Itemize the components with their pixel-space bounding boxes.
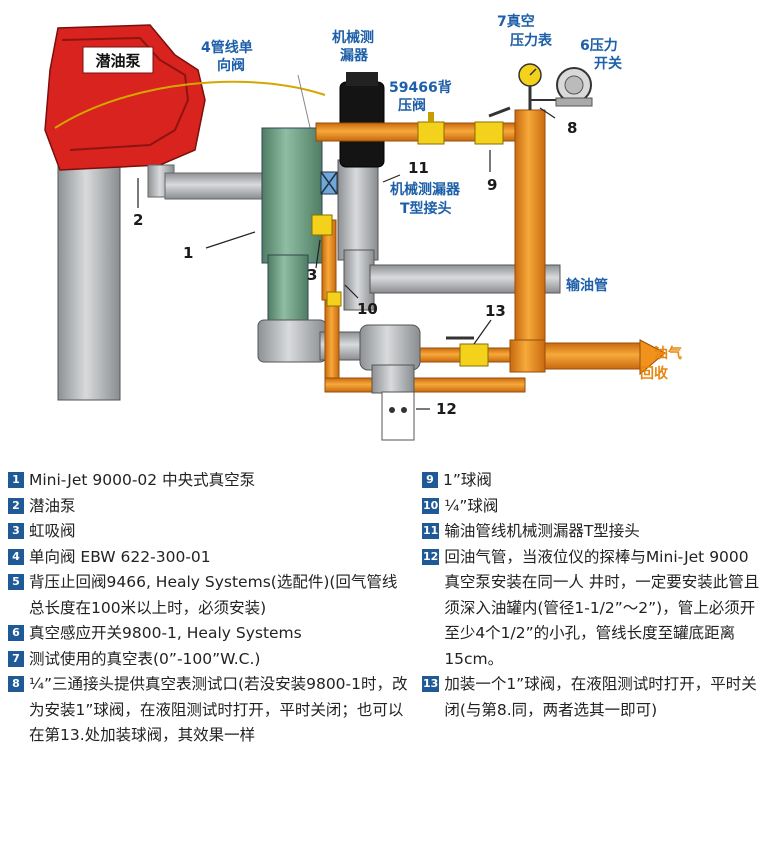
item-text: 测试使用的真空表(0”-100”W.C.): [29, 649, 261, 668]
item-number-badge: 3: [8, 523, 24, 539]
item-text: 加装一个1”球阀，在液阻测试时打开，平时关闭(与第8.同，两者选其一即可): [444, 675, 757, 719]
label-backpressure-line2: 压阀: [398, 97, 426, 114]
label-leak-detector-line1: 机械测: [332, 29, 374, 46]
legend-item: 1 Mini-Jet 9000-02 中央式真空泵: [8, 468, 408, 494]
num-12: 12: [436, 400, 457, 418]
item-text: 单向阀 EBW 622-300-01: [29, 547, 211, 566]
item-number-badge: 12: [422, 548, 440, 565]
item-number-badge: 5: [8, 574, 24, 590]
legend-item: 7 测试使用的真空表(0”-100”W.C.): [8, 647, 408, 673]
item-number-badge: 7: [8, 650, 24, 667]
num-13: 13: [485, 302, 506, 320]
item-number-badge: 10: [422, 497, 440, 514]
item-number-badge: 11: [422, 523, 440, 539]
label-pressure-switch-line2: 开关: [594, 55, 622, 72]
signal-line: [54, 80, 326, 129]
siphon-valve-3: [311, 214, 333, 236]
item-text: 回油气管，当液位仪的探棒与Mini-Jet 9000真空泵安装在同一人 井时，一…: [444, 547, 760, 668]
check-valve: [320, 171, 338, 195]
vacuum-gauge: [518, 63, 542, 110]
legend-item: 9 1”球阀: [422, 468, 762, 494]
item-number-badge: 2: [8, 497, 24, 514]
backpressure-valve: [417, 112, 445, 145]
pump-label: 潜油泵: [95, 52, 140, 70]
legend-left: 1 Mini-Jet 9000-02 中央式真空泵 2 潜油泵 3 虹吸阀 4 单向阀 …: [8, 468, 408, 749]
legend-item: 4 单向阀 EBW 622-300-01: [8, 545, 408, 571]
legend-item: 6 真空感应开关9800-1, Healy Systems: [8, 621, 408, 647]
label-check-valve-line2: 向阀: [217, 57, 245, 74]
legend-item: 2 潜油泵: [8, 494, 408, 520]
item-number-badge: 9: [422, 472, 438, 488]
label-vapor-return-line1: 油气: [654, 345, 682, 362]
item-number-badge: 6: [8, 625, 24, 641]
label-check-valve-line1: 4管线单: [201, 39, 253, 56]
vapor-recovery-diagram: 潜油泵: [44, 13, 682, 441]
label-pressure-switch-line1: 6压力: [580, 37, 618, 54]
num-11: 11: [408, 159, 429, 177]
item-number-badge: 1: [8, 472, 24, 488]
label-tee-line1: 机械测漏器: [390, 181, 461, 198]
label-leak-detector-line2: 漏器: [340, 48, 369, 64]
num-10: 10: [357, 300, 378, 318]
label-backpressure-line1: 59466背: [389, 79, 452, 96]
item-text: Mini-Jet 9000-02 中央式真空泵: [29, 471, 256, 489]
legend-item: 8 ¼”三通接头提供真空表测试口(若没安装9800-1时，改为安装1”球阀，在液阻…: [8, 672, 408, 749]
item-text: 输油管线机械测漏器T型接头: [444, 522, 640, 540]
item-number-badge: 13: [422, 676, 440, 692]
item-text: 潜油泵: [29, 496, 76, 515]
pressure-switch: [530, 67, 593, 107]
legend-item: 3 虹吸阀: [8, 519, 408, 545]
item-number-badge: 4: [8, 548, 24, 565]
item-text: 背压止回阀9466, Healy Systems(选配件)(回气管线总长度在10…: [29, 573, 398, 617]
leader-lines: [137, 107, 556, 410]
num-3: 3: [307, 266, 317, 284]
num-2: 2: [133, 211, 143, 229]
label-vacuum-gauge-line2: 压力表: [510, 32, 553, 49]
item-text: 1”球阀: [443, 471, 492, 489]
num-1: 1: [183, 244, 193, 262]
item-text: ¼”球阀: [444, 496, 499, 515]
ball-valve-10: [326, 291, 342, 307]
item-text: 虹吸阀: [29, 522, 76, 540]
num-8: 8: [567, 119, 577, 137]
label-vapor-return-line2: 回收: [640, 365, 669, 382]
label-tee-line2: T型接头: [400, 200, 452, 217]
label-vacuum-gauge-line1: 7真空: [497, 13, 535, 30]
item-text: ¼”三通接头提供真空表测试口(若没安装9800-1时，改为安装1”球阀，在液阻测…: [29, 675, 408, 744]
item-number-badge: 8: [8, 676, 24, 692]
ball-valve-9: [474, 106, 511, 145]
legend-item: 5 背压止回阀9466, Healy Systems(选配件)(回气管线总长度在1…: [8, 570, 408, 621]
num-9: 9: [487, 176, 497, 194]
return-pipe: [359, 324, 421, 441]
item-text: 真空感应开关9800-1, Healy Systems: [29, 624, 302, 642]
label-fuel-line: 输油管: [566, 277, 608, 294]
